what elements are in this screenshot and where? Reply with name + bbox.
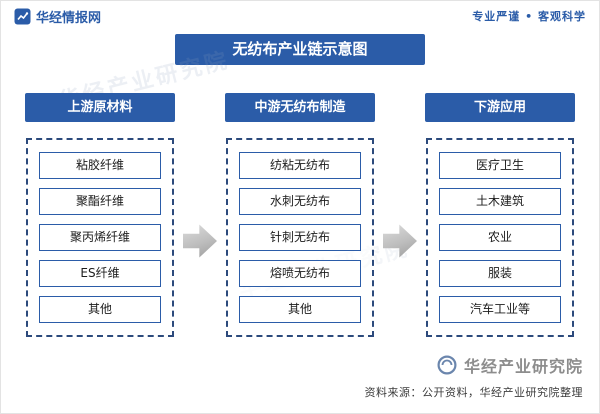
top-bar: 华经情报网 专业严谨 • 客观科学 [1,1,599,31]
downstream-items-box: 医疗卫生 土木建筑 农业 服装 汽车工业等 [426,138,574,337]
column-upstream: 上游原材料 粘胶纤维 聚酯纤维 聚丙烯纤维 ES纤维 其他 [19,93,181,337]
column-header-midstream: 中游无纺布制造 [225,93,375,122]
industry-chain-diagram: 上游原材料 粘胶纤维 聚酯纤维 聚丙烯纤维 ES纤维 其他 中游无纺布制造 纺粘… [1,93,599,337]
column-midstream: 中游无纺布制造 纺粘无纺布 水刺无纺布 针刺无纺布 熔喷无纺布 其他 [219,93,381,337]
list-item: 聚酯纤维 [39,188,161,215]
list-item: 水刺无纺布 [239,188,361,215]
column-downstream: 下游应用 医疗卫生 土木建筑 农业 服装 汽车工业等 [419,93,581,337]
column-header-upstream: 上游原材料 [25,93,175,122]
watermark-logo-icon [437,355,457,375]
upstream-items-box: 粘胶纤维 聚酯纤维 聚丙烯纤维 ES纤维 其他 [26,138,174,337]
list-item: 其他 [39,296,161,323]
brand: 华经情报网 [14,7,101,26]
list-item: 农业 [439,224,561,251]
list-item: 医疗卫生 [439,152,561,179]
list-item: ES纤维 [39,260,161,287]
slogan: 专业严谨 • 客观科学 [472,10,586,23]
watermark-text: 华经产业研究院 [463,357,583,376]
arrow-right-icon [383,224,417,258]
watermark: 华经产业研究院 [437,353,583,377]
page-title: 无纺布产业链示意图 [175,34,425,65]
list-item: 土木建筑 [439,188,561,215]
midstream-items-box: 纺粘无纺布 水刺无纺布 针刺无纺布 熔喷无纺布 其他 [226,138,374,337]
list-item: 熔喷无纺布 [239,260,361,287]
list-item: 聚丙烯纤维 [39,224,161,251]
list-item: 针刺无纺布 [239,224,361,251]
arrow-right-icon [183,224,217,258]
list-item: 汽车工业等 [439,296,561,323]
column-header-downstream: 下游应用 [425,93,575,122]
brand-name: 华经情报网 [36,10,102,26]
list-item: 其他 [239,296,361,323]
brand-logo-icon [14,8,31,24]
list-item: 服装 [439,260,561,287]
list-item: 粘胶纤维 [39,152,161,179]
list-item: 纺粘无纺布 [239,152,361,179]
source-note: 资料来源：公开资料，华经产业研究院整理 [364,386,583,399]
